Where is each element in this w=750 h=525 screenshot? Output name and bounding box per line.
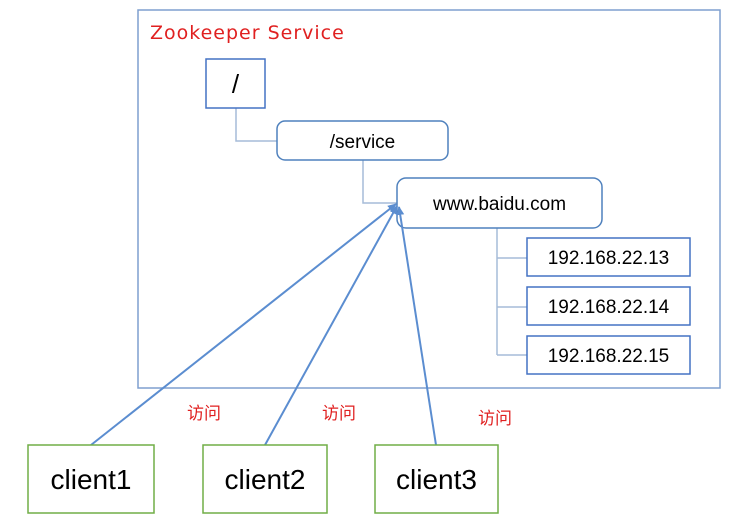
zookeeper-service-container <box>137 9 721 389</box>
root-node: / <box>205 58 266 109</box>
domain-node-label: www.baidu.com <box>432 194 566 215</box>
client1-access-arrow <box>90 203 397 446</box>
client-node: client3 <box>374 444 499 514</box>
root-to-service-connector <box>235 108 277 142</box>
ip-node: 192.168.22.14 <box>526 286 691 326</box>
ip-node: 192.168.22.13 <box>526 237 691 277</box>
ip-node: 192.168.22.15 <box>526 335 691 375</box>
client-label: client1 <box>51 464 132 495</box>
client-label: client2 <box>225 464 306 495</box>
access-label: 访问 <box>187 404 221 424</box>
service-to-domain-connector <box>362 160 397 204</box>
client2-access-arrow <box>264 205 398 446</box>
tree-connectors <box>235 108 527 356</box>
access-label: 访问 <box>478 409 512 429</box>
service-title: Zookeeper Service <box>150 22 345 44</box>
service-node-label: /service <box>330 132 395 153</box>
ip-node-label: 192.168.22.15 <box>548 346 670 367</box>
ip-node-label: 192.168.22.14 <box>548 297 670 318</box>
access-label: 访问 <box>322 404 356 424</box>
client-node: client2 <box>202 444 328 514</box>
client-node: client1 <box>27 444 155 514</box>
root-node-label: / <box>232 69 240 99</box>
client-label: client3 <box>396 464 477 495</box>
access-arrows <box>90 203 437 446</box>
ip-node-label: 192.168.22.13 <box>548 248 670 269</box>
domain-node: www.baidu.com <box>396 177 603 229</box>
client3-access-arrow <box>396 206 437 446</box>
service-node: /service <box>276 120 449 161</box>
